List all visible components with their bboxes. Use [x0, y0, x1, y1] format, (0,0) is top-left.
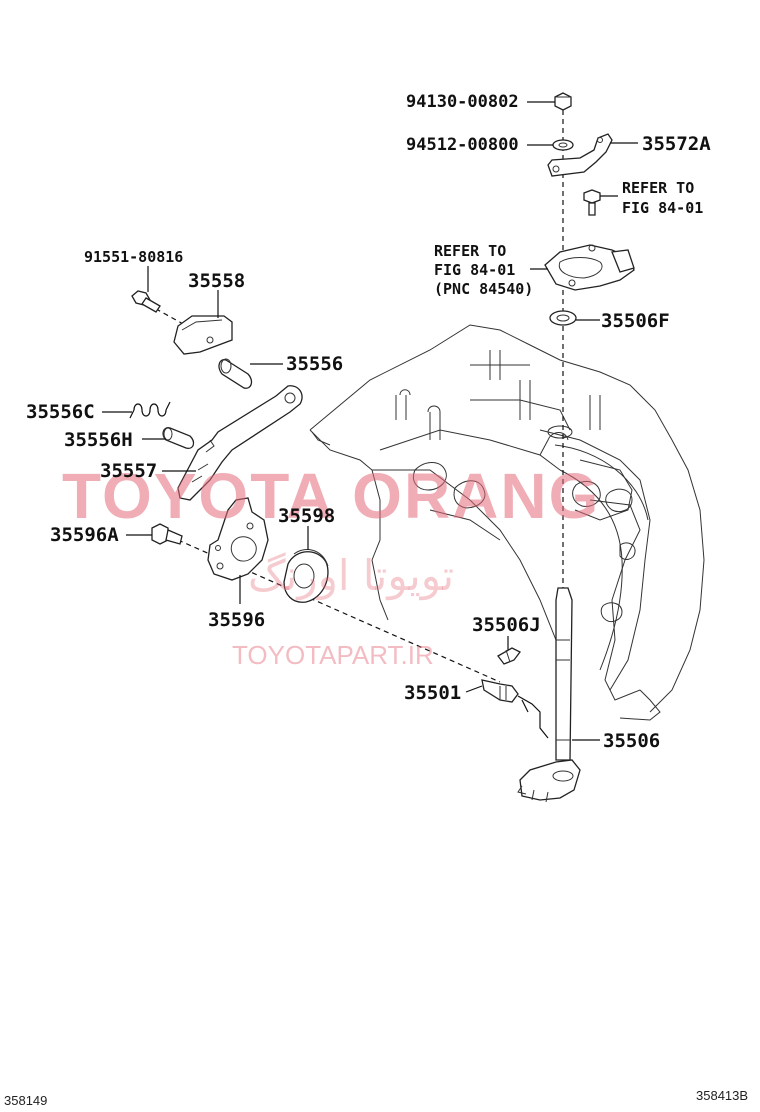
label-35556H: 35556H [64, 429, 133, 451]
label-35596A: 35596A [50, 524, 119, 546]
spring-35556C [129, 401, 171, 419]
label-91551-80816: 91551-80816 [84, 248, 183, 266]
manual-valve-shaft [517, 587, 581, 803]
transmission-housing [309, 324, 705, 721]
washer-part [552, 139, 574, 151]
label-35596: 35596 [208, 609, 265, 631]
bushing-35598 [283, 549, 329, 603]
label-refer-fig-2: FIG 84-01 [434, 261, 515, 279]
manual-shaft-lever [177, 385, 303, 501]
leader-lines [102, 101, 638, 741]
pin-35556H [162, 427, 195, 449]
label-35501: 35501 [404, 682, 461, 704]
nut-part [554, 92, 572, 111]
figure-code-left: 358149 [4, 1093, 47, 1108]
label-35557: 35557 [100, 460, 157, 482]
label-refer-to-1: REFER TO [622, 179, 694, 197]
watermark-url: TOYOTAPART.IR [232, 640, 434, 670]
sensor-bolt [583, 189, 601, 216]
pin-35556 [218, 358, 253, 389]
watermark-brand: TOYOTA ORANG [62, 460, 600, 532]
neutral-start-switch [544, 244, 635, 291]
label-94130-00802: 94130-00802 [406, 92, 519, 112]
clip-35506J [497, 647, 521, 665]
label-refer-fig-1: FIG 84-01 [622, 199, 703, 217]
label-35506J: 35506J [472, 614, 541, 636]
label-refer-to-2: REFER TO [434, 242, 506, 260]
watermark-persian: تویوتا اورنگ [248, 551, 454, 600]
oil-seal [549, 310, 577, 326]
label-refer-pnc: (PNC 84540) [434, 280, 533, 298]
manual-valve-lever [547, 133, 613, 177]
label-35572A: 35572A [642, 133, 711, 155]
label-35556: 35556 [286, 353, 343, 375]
control-cable [481, 679, 549, 739]
label-35598: 35598 [278, 505, 335, 527]
detent-spring-plate [173, 315, 233, 355]
label-94512-00800: 94512-00800 [406, 135, 519, 155]
bolt-35596A [151, 523, 183, 545]
label-35556C: 35556C [26, 401, 95, 423]
label-35558: 35558 [188, 270, 245, 292]
detent-lever-plate [207, 497, 269, 581]
figure-code-right: 358413B [696, 1088, 748, 1103]
label-35506: 35506 [603, 730, 660, 752]
bolt-91551 [131, 290, 161, 313]
label-35506F: 35506F [601, 310, 670, 332]
